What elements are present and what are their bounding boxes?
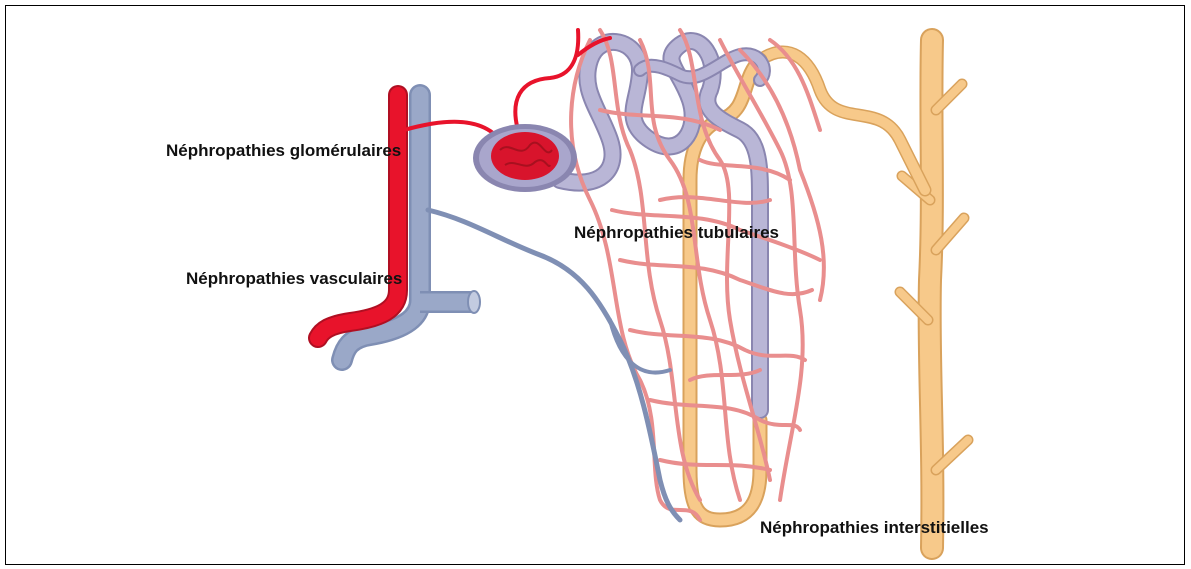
label-glomerular-nephropathies: Néphropathies glomérulaires bbox=[166, 142, 401, 159]
glomerulus bbox=[473, 124, 577, 192]
label-tubular-nephropathies: Néphropathies tubulaires bbox=[574, 224, 779, 241]
venule bbox=[428, 210, 680, 520]
label-vascular-nephropathies: Néphropathies vasculaires bbox=[186, 270, 402, 287]
label-interstitial-nephropathies: Néphropathies interstitielles bbox=[760, 519, 989, 536]
